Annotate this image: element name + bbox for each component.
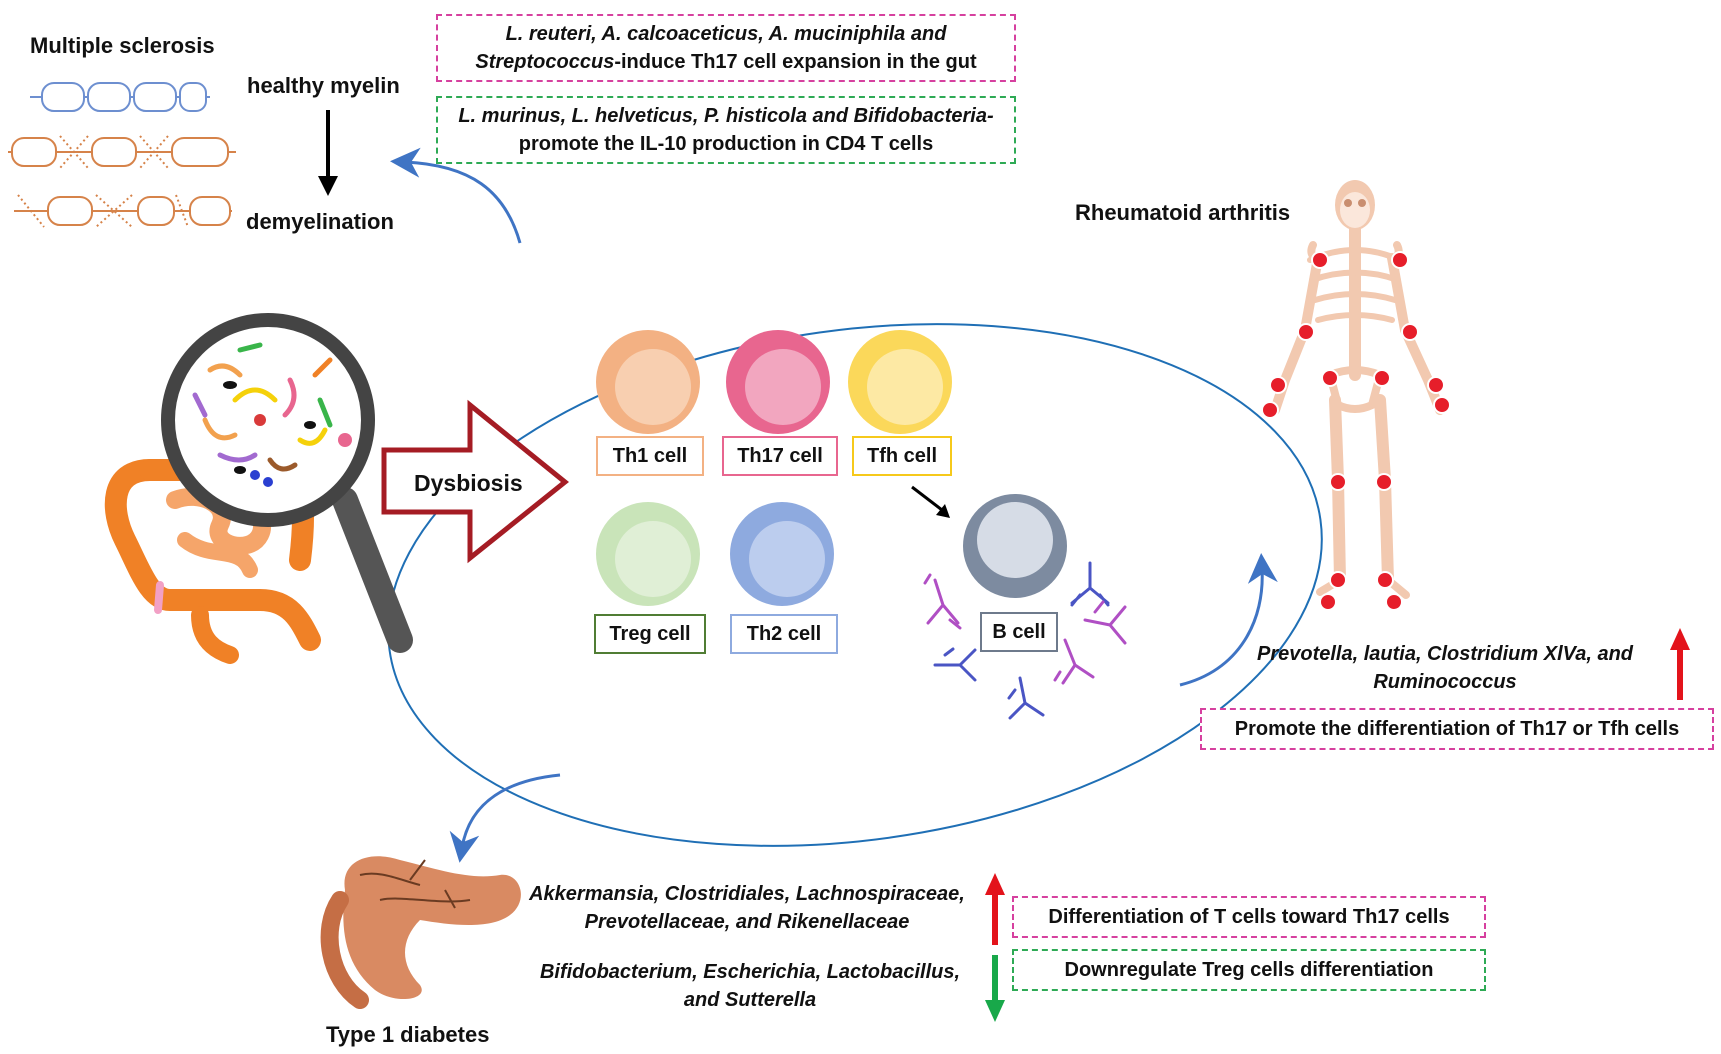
immune-ellipse <box>387 323 1323 847</box>
dysbiosis-label: Dysbiosis <box>414 470 523 496</box>
th1-cell-label: Th1 cell <box>596 436 704 476</box>
t1d-down-arrow-icon <box>985 955 1005 1022</box>
antibody-icons <box>923 561 1127 720</box>
t1d-th17-box: Differentiation of T cells toward Th17 c… <box>1012 896 1486 938</box>
ms-th17-line1: L. reuteri, A. calcoaceticus, A. mucinip… <box>505 23 947 45</box>
t1d-up-line2: Prevotellaceae, and Rikenellaceae <box>584 911 910 933</box>
streptococcus-text: Streptococcus <box>475 51 615 73</box>
treg-cell-icon <box>596 502 700 606</box>
b-cell-icon <box>963 494 1067 598</box>
skeleton-icon <box>1261 180 1451 611</box>
ms-title: Multiple sclerosis <box>30 33 215 58</box>
tfh-cell-label: Tfh cell <box>852 436 952 476</box>
healthy-myelin-label: healthy myelin <box>247 73 400 98</box>
arrow-to-ms <box>390 147 522 244</box>
ms-th17-line2: Streptococcus-induce Th17 cell expansion… <box>475 48 976 76</box>
arrow-to-t1d <box>449 773 561 863</box>
th2-cell-icon <box>730 502 834 606</box>
ra-th17-tfh-box: Promote the differentiation of Th17 or T… <box>1200 708 1714 750</box>
dysbiosis-arrow <box>381 399 569 564</box>
t1d-title: Type 1 diabetes <box>326 1022 490 1047</box>
ms-th17-box: L. reuteri, A. calcoaceticus, A. mucinip… <box>436 14 1016 82</box>
t1d-down-line2: and Sutterella <box>683 989 817 1011</box>
t1d-down-line1: Bifidobacterium, Escherichia, Lactobacil… <box>539 961 961 983</box>
arrow-to-ra <box>1179 553 1278 687</box>
tfh-to-b-arrowhead <box>936 504 950 518</box>
t1d-treg-box: Downregulate Treg cells differentiation <box>1012 949 1486 991</box>
ms-il10-line1: L. murinus, L. helveticus, P. histicola … <box>458 105 994 127</box>
healthy-myelin-icon <box>30 82 210 112</box>
ra-title: Rheumatoid arthritis <box>1075 200 1291 225</box>
th17-cell-icon <box>726 330 830 434</box>
treg-cell-label: Treg cell <box>594 614 706 654</box>
ra-bacteria-text: Prevotella, lautia, Clostridium XlVa, an… <box>1230 640 1660 696</box>
t1d-down-bacteria-text: Bifidobacterium, Escherichia, Lactobacil… <box>520 958 980 1014</box>
t1d-up-line1: Akkermansia, Clostridiales, Lachnospirac… <box>529 883 965 905</box>
ms-il10-line2: promote the IL-10 production in CD4 T ce… <box>518 133 934 155</box>
ra-bacteria-line1: Prevotella, lautia, Clostridium XlVa, an… <box>1256 643 1634 665</box>
pancreas-icon <box>320 856 521 1009</box>
ra-up-arrow-icon <box>1670 628 1690 700</box>
tfh-cell-icon <box>848 330 952 434</box>
th2-cell-label: Th2 cell <box>730 614 838 654</box>
t1d-up-arrow-icon <box>985 873 1005 945</box>
th1-cell-icon <box>596 330 700 434</box>
damaged-myelin-icon <box>8 135 236 228</box>
magnifier-icon <box>161 313 413 653</box>
myelin-down-arrowhead <box>318 176 338 196</box>
t1d-up-bacteria-text: Akkermansia, Clostridiales, Lachnospirac… <box>512 880 982 936</box>
th17-cell-label: Th17 cell <box>722 436 838 476</box>
tfh-to-b-arrow <box>911 485 943 512</box>
ms-th17-line2-rest: -induce Th17 cell expansion in the gut <box>614 51 977 73</box>
ra-bacteria-line2: Ruminococcus <box>1373 671 1517 693</box>
b-cell-label: B cell <box>980 612 1058 652</box>
ms-il10-box: L. murinus, L. helveticus, P. histicola … <box>436 96 1016 164</box>
demyelination-label: demyelination <box>246 209 394 234</box>
